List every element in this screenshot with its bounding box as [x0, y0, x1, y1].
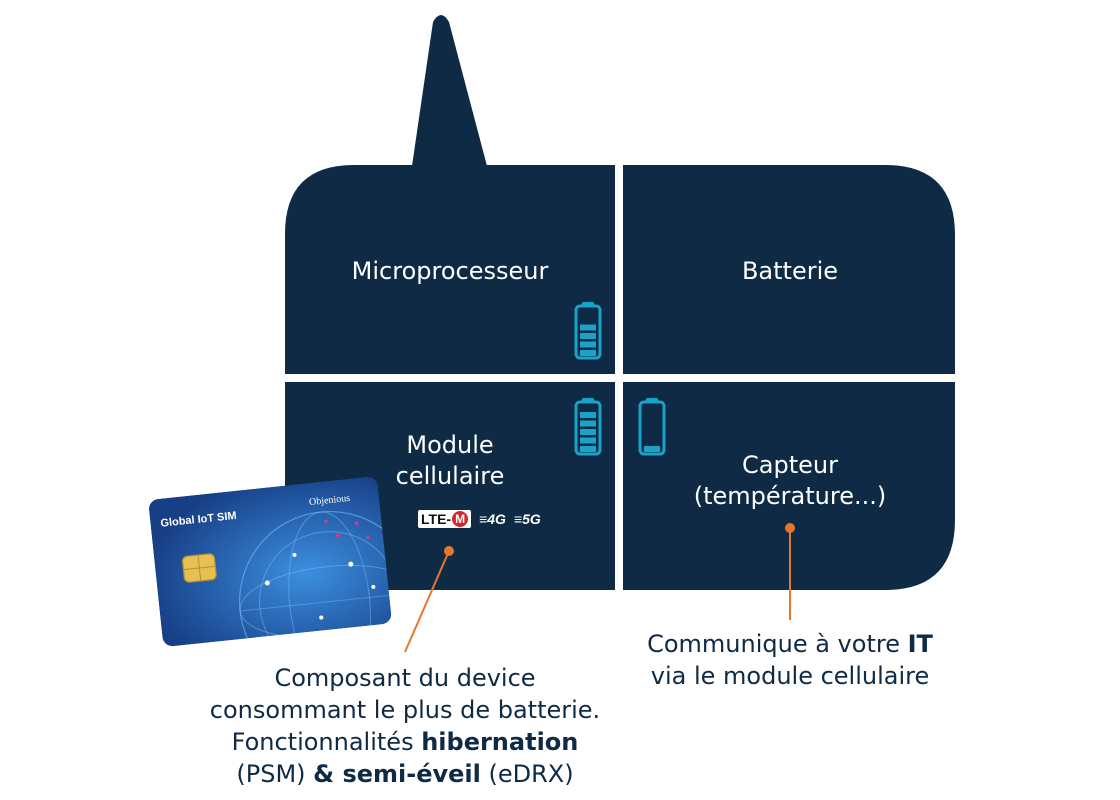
- battery-bar: [580, 429, 596, 435]
- antenna-shape: [412, 15, 487, 166]
- label-microprocessor: Microprocesseur: [351, 257, 549, 285]
- battery-icon-sensor: [638, 398, 666, 456]
- battery-bar: [580, 333, 596, 339]
- label-battery: Batterie: [741, 257, 839, 285]
- caption-sensor: Communique à votre IT via le module cell…: [647, 630, 933, 690]
- sim-brand: Objenious: [309, 493, 351, 508]
- battery-bar: [580, 437, 596, 444]
- horizontal-divider: [280, 374, 960, 382]
- battery-bar: [580, 446, 596, 452]
- battery-bar: [580, 350, 596, 356]
- lte-m-logo: LTE-M: [418, 510, 472, 528]
- 4g-logo: ≡4G: [479, 511, 506, 527]
- label-sensor: Capteur (température...): [693, 451, 887, 510]
- battery-icon-cellular: [574, 398, 602, 456]
- battery-icon-microprocessor: [574, 302, 602, 360]
- pointer-dot-cellular: [444, 546, 454, 556]
- label-cellular-module: Module cellulaire: [395, 431, 505, 490]
- battery-bar: [580, 412, 596, 418]
- battery-bar: [580, 324, 596, 331]
- sim-card: Global IoT SIM Objenious: [148, 476, 393, 648]
- battery-bar: [644, 446, 660, 452]
- caption-cellular: Composant du device consommant le plus d…: [209, 664, 601, 788]
- pointer-line-cellular: [404, 550, 450, 653]
- 5g-logo: ≡5G: [513, 511, 541, 527]
- battery-bar: [580, 341, 596, 348]
- pointer-dot-sensor: [785, 523, 795, 533]
- battery-bar: [580, 420, 596, 427]
- network-tech-logos: LTE-M ≡4G ≡5G: [418, 510, 541, 528]
